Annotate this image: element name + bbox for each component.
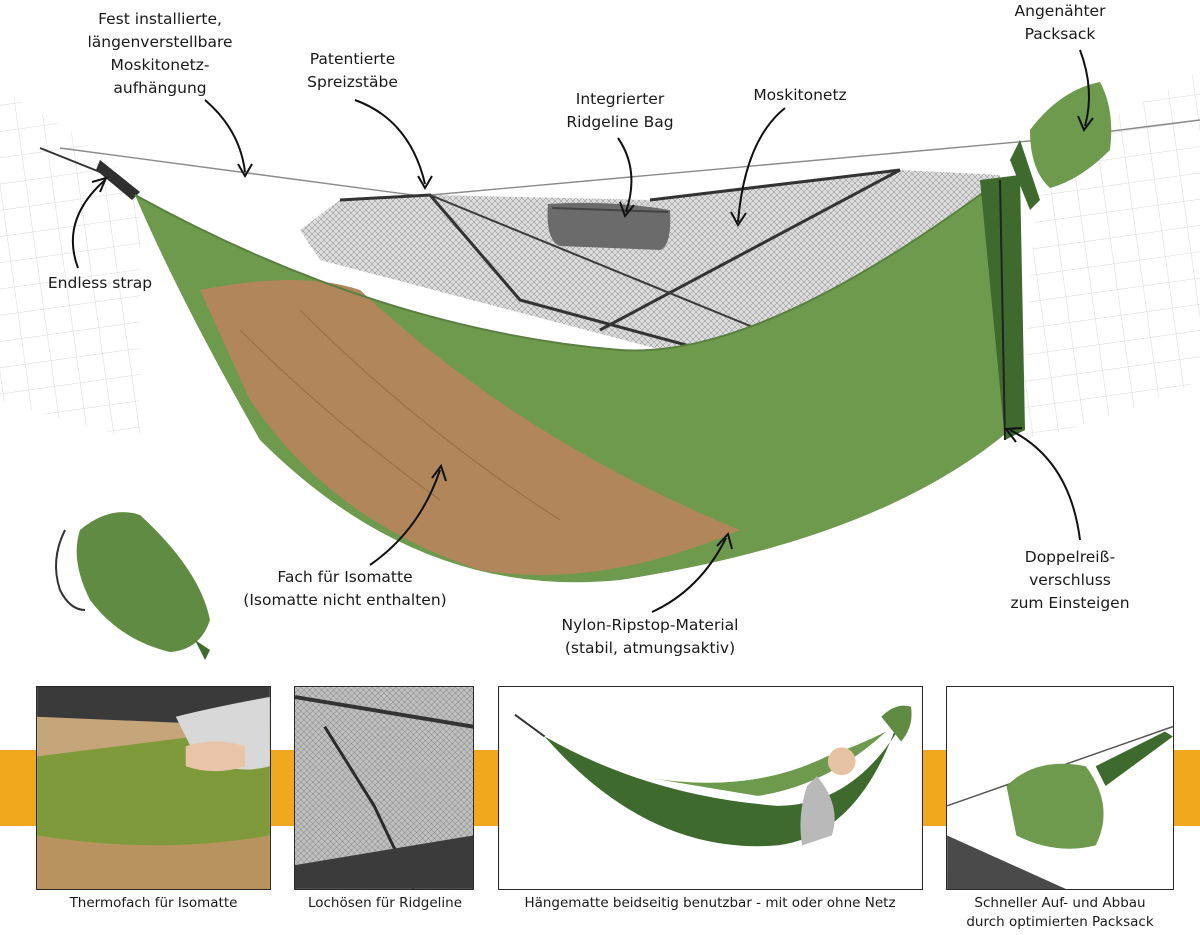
caption-packsack: Schneller Auf- und Abbau durch optimiert… xyxy=(966,895,1154,930)
label-mosquito-net: Moskitonetz xyxy=(753,86,847,104)
annotation-arrows xyxy=(71,49,1094,613)
ridgeline xyxy=(59,119,1200,197)
label-material: Nylon-Ripstop-Material (stabil, atmungsa… xyxy=(561,616,739,657)
label-mat-pocket: Fach für Isomatte (Isomatte nicht enthal… xyxy=(243,568,447,609)
hammock-illustration xyxy=(0,49,1200,660)
photo-reversible xyxy=(498,686,923,890)
label-suspension: Fest installierte, längenverstellbare Mo… xyxy=(87,10,233,97)
caption-thermal-pocket: Thermofach für Isomatte xyxy=(69,895,238,911)
label-zipper: Doppelreiß- verschluss zum Einsteigen xyxy=(1010,548,1130,612)
label-spreader: Patentierte Spreizstäbe xyxy=(307,50,398,91)
label-packsack: Angenähter Packsack xyxy=(1014,2,1106,43)
photo-packsack xyxy=(946,686,1174,890)
photo-grommets xyxy=(294,686,474,890)
ridgeline-bag xyxy=(547,202,671,250)
photo-thermal-pocket xyxy=(36,686,271,890)
caption-grommets: Lochösen für Ridgeline xyxy=(307,895,463,911)
label-ridgeline-bag: Integrierter Ridgeline Bag xyxy=(566,90,674,131)
label-endless-strap: Endless strap xyxy=(47,274,153,292)
endless-strap-buckle xyxy=(96,160,140,200)
packed-hammock xyxy=(55,512,211,660)
caption-reversible: Hängematte beidseitig benutzbar - mit od… xyxy=(524,895,896,911)
packsack xyxy=(1010,82,1112,210)
hammock-body xyxy=(134,175,1025,583)
